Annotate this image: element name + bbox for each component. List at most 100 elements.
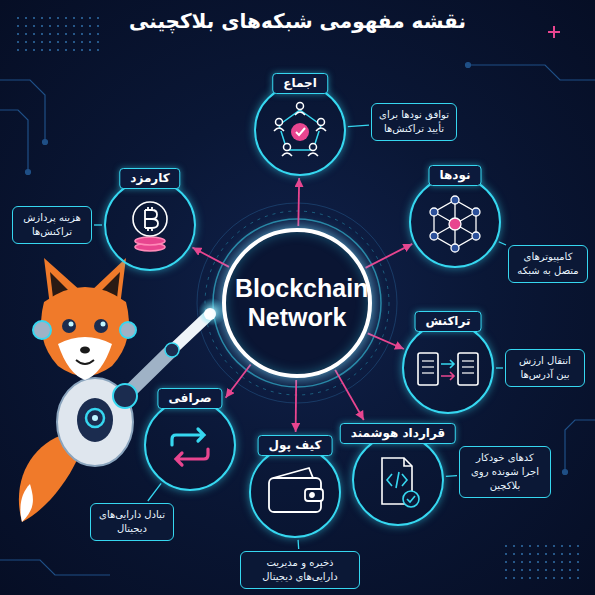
robot-fox-illustration <box>33 321 51 339</box>
nodes-icon <box>430 208 438 216</box>
transaction-icon <box>422 366 434 367</box>
description-text: کدهای خودکار اجرا شونده روی بلاکچین <box>466 451 544 493</box>
transaction-icon <box>422 372 434 373</box>
consensus-icon <box>297 103 304 110</box>
robot-fox-illustration <box>120 322 136 338</box>
transaction-icon <box>441 372 454 380</box>
robot-fox-illustration <box>165 343 179 357</box>
robot-fox-illustration <box>204 308 216 320</box>
circuit-decoration <box>466 63 471 68</box>
nodes-icon <box>434 200 476 248</box>
circuit-decoration <box>26 170 31 175</box>
leader-connector <box>297 540 299 549</box>
concept-circle: کیف پول <box>249 446 341 538</box>
description-box: کدهای خودکار اجرا شونده روی بلاکچین <box>459 446 551 498</box>
description-text: ذخیره و مدیریت دارایی‌های دیجیتال <box>247 556 353 584</box>
fee-icon <box>145 207 158 231</box>
fee-icon <box>133 202 167 236</box>
plus-mark <box>553 26 555 38</box>
circuit-decoration <box>500 545 580 585</box>
wallet-icon <box>310 493 314 497</box>
concept-heading: صرافی <box>157 388 222 409</box>
leader-connector <box>94 224 102 225</box>
description-text: توافق نودها برای تأیید تراکنش‌ها <box>378 108 450 136</box>
plus-mark <box>548 26 560 38</box>
concept-circle: صرافی <box>144 399 236 491</box>
circuit-decoration <box>470 65 595 80</box>
robot-fox-illustration <box>101 322 106 327</box>
center-ring <box>213 219 381 387</box>
nodes-icon <box>430 196 480 252</box>
robot-fox-illustration <box>19 258 226 522</box>
concept-circle: کارمزد <box>104 179 196 271</box>
exchange-icon <box>172 429 208 465</box>
transaction-icon <box>462 366 474 367</box>
robot-fox-illustration <box>77 398 113 442</box>
robot-fox-illustration <box>80 347 90 354</box>
robot-fox-illustration <box>69 322 74 327</box>
robot-fox-illustration <box>94 319 108 333</box>
concept-heading: اجماع <box>272 73 328 94</box>
diagram-title: نقشه مفهومی شبکه‌های بلاکچینی <box>0 9 595 33</box>
arrow-connector <box>226 364 251 397</box>
transaction-icon <box>418 353 438 385</box>
concept-circle: تراکنش <box>402 322 494 414</box>
description-box: ذخیره و مدیریت دارایی‌های دیجیتال <box>240 551 360 589</box>
fee-icon <box>133 202 167 251</box>
wallet-icon <box>273 468 313 478</box>
leader-connector <box>348 125 369 126</box>
contract-icon <box>382 458 419 507</box>
consensus-icon <box>274 103 326 157</box>
robot-fox-illustration <box>86 409 104 427</box>
leader-connector <box>148 483 161 501</box>
nodes-icon <box>434 212 476 236</box>
center-ring <box>197 203 397 403</box>
nodes-icon <box>449 218 461 230</box>
description-box: انتقال ارزش بین آدرس‌ها <box>505 349 585 387</box>
robot-fox-illustration <box>58 337 112 380</box>
consensus-icon <box>308 153 318 156</box>
wallet-icon <box>269 478 321 512</box>
description-box: تبادل دارایی‌های دیجیتال <box>90 503 174 541</box>
concept-circle: اجماع <box>254 84 346 176</box>
transaction-icon <box>441 360 454 368</box>
consensus-icon <box>279 110 321 150</box>
concept-heading: تراکنش <box>415 311 482 332</box>
concept-heading: نودها <box>428 165 481 186</box>
nodes-icon <box>472 208 480 216</box>
circuit-decoration <box>563 470 568 475</box>
consensus-icon <box>291 123 309 141</box>
center-ring <box>197 203 397 403</box>
circuit-decoration <box>0 12 595 585</box>
consensus-icon <box>318 119 325 126</box>
robot-fox-illustration <box>20 484 33 522</box>
concept-heading: قرارداد هوشمند <box>340 423 456 444</box>
consensus-icon <box>276 119 283 126</box>
contract-icon <box>407 496 415 502</box>
wallet-icon <box>269 468 323 512</box>
contract-icon <box>403 491 419 507</box>
center-circle: Blockchain Network <box>222 228 372 378</box>
circuit-decoration <box>12 12 100 56</box>
transaction-icon <box>458 353 478 385</box>
consensus-icon <box>274 103 326 157</box>
description-text: هزینه پردازش تراکنش‌ها <box>19 211 85 239</box>
nodes-icon <box>472 232 480 240</box>
consensus-icon <box>282 153 292 156</box>
robot-fox-illustration <box>62 319 76 333</box>
center-ring <box>205 211 389 395</box>
arrow-connector <box>295 380 297 432</box>
consensus-icon <box>310 144 317 151</box>
robot-fox-illustration <box>113 384 137 408</box>
arrow-connector <box>368 333 404 349</box>
concept-circle: نودها <box>409 176 501 268</box>
wallet-icon <box>305 489 323 501</box>
nodes-icon <box>434 212 476 236</box>
arrow-connector <box>366 244 413 268</box>
arrow-connector <box>192 247 229 266</box>
concept-circle: قرارداد هوشمند <box>352 434 444 526</box>
center-label: Blockchain Network <box>235 274 359 332</box>
nodes-icon <box>430 232 438 240</box>
